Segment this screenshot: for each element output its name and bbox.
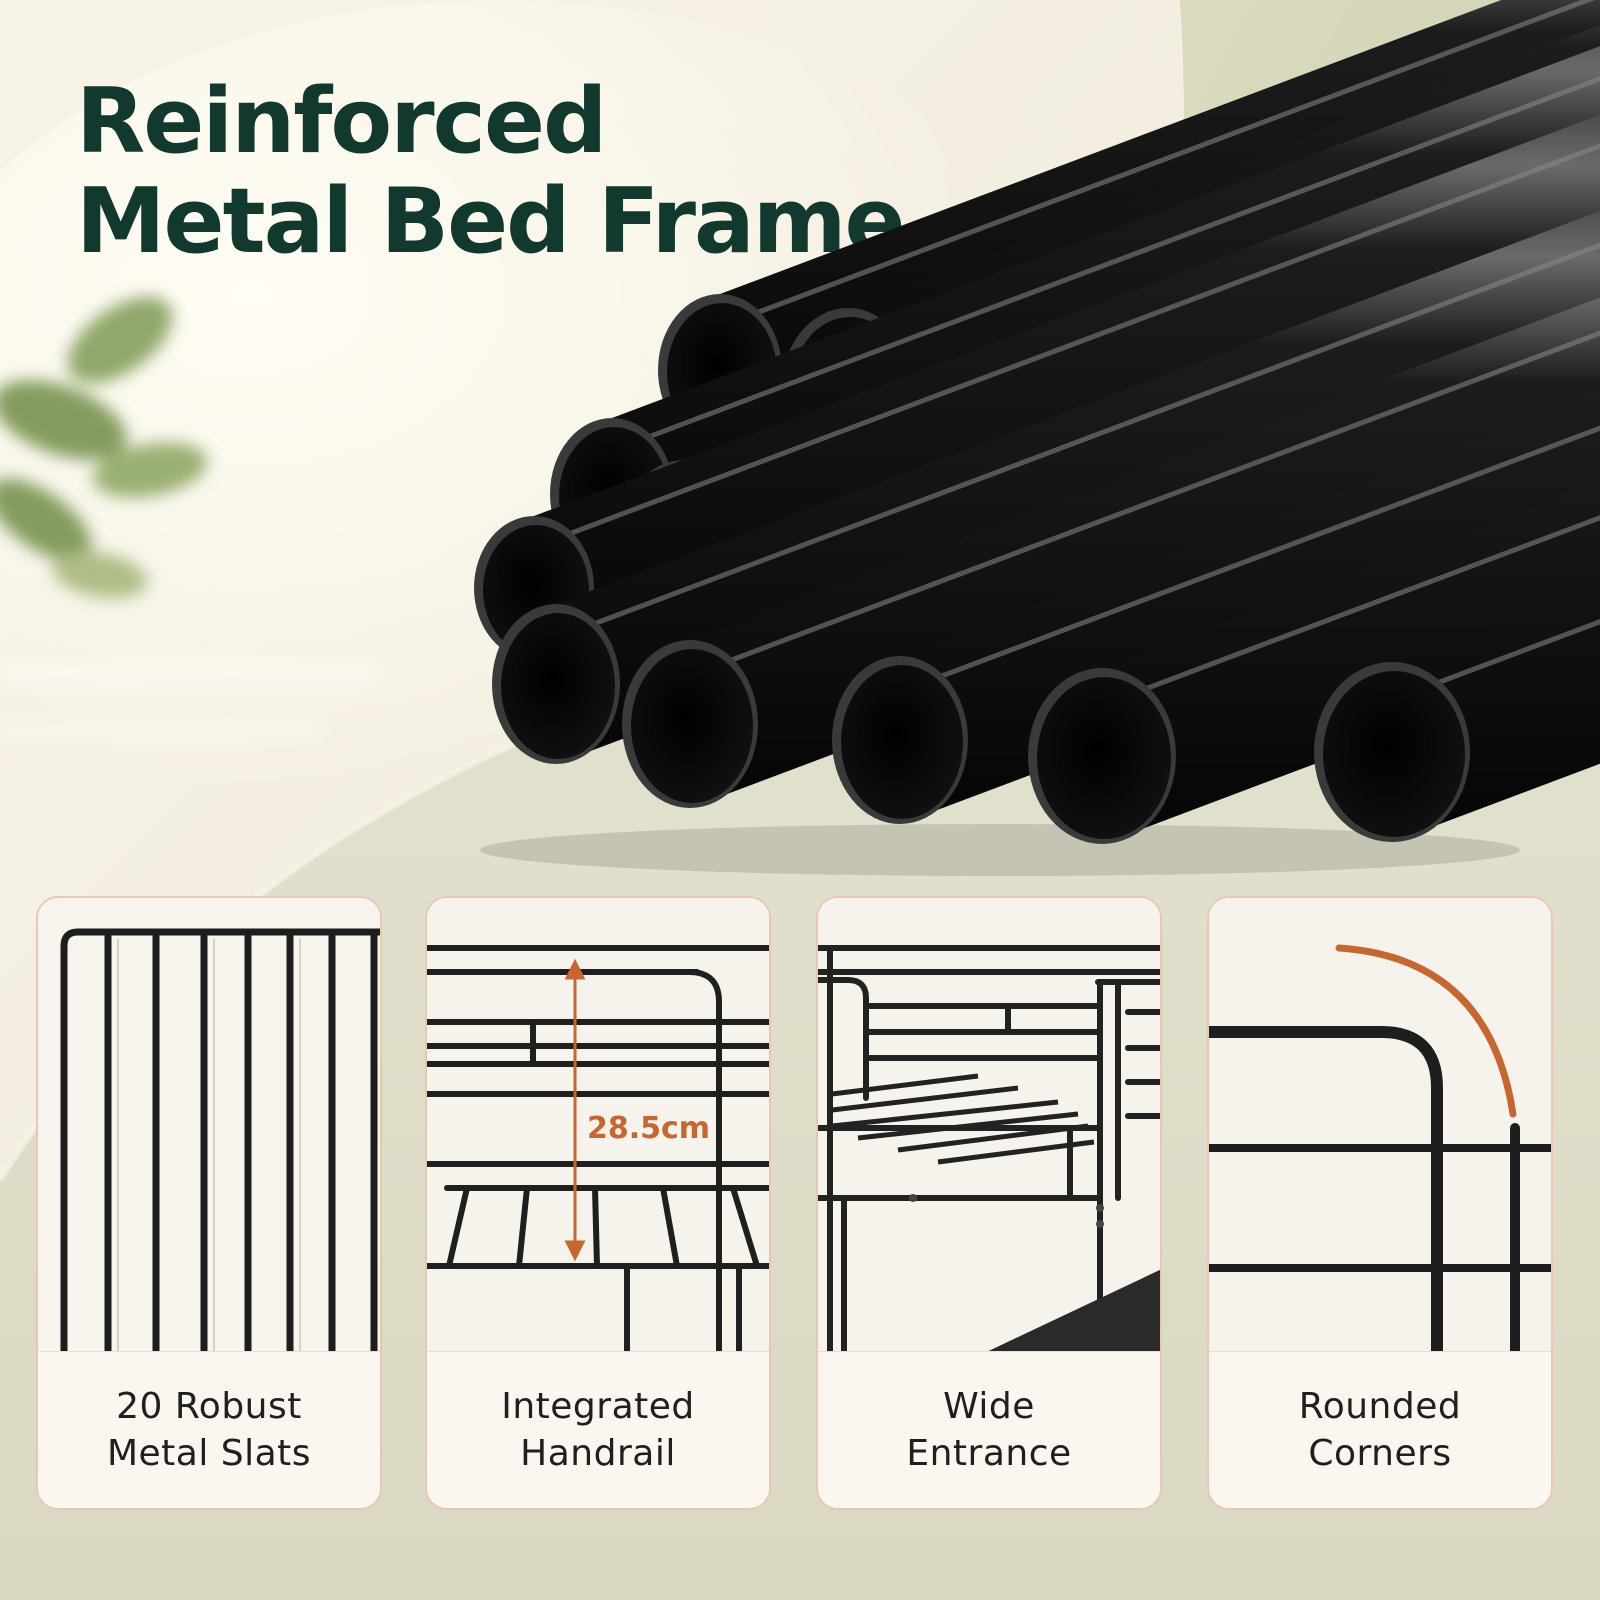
feature-card-entrance: Wide Entrance (816, 896, 1162, 1510)
title-line-1: Reinforced (76, 69, 607, 174)
feature-caption-line-2: Corners (1308, 1433, 1452, 1474)
plant-leaves (0, 296, 208, 599)
feature-caption-line-1: Wide (943, 1386, 1035, 1427)
bed-entrance-closeup (818, 898, 1160, 1356)
feature-card-slats: 20 Robust Metal Slats (36, 896, 382, 1510)
handrail-height-closeup: 28.5cm (427, 898, 769, 1356)
feature-caption-line-1: Integrated (501, 1386, 695, 1427)
vertical-slats-closeup (38, 898, 380, 1356)
feature-card-handrail: 28.5cm Integrated Handrail (425, 896, 771, 1510)
page-title: Reinforced Metal Bed Frame (76, 69, 906, 274)
feature-cards: 20 Robust Metal Slats (36, 896, 1556, 1512)
rounded-corner-closeup (1209, 898, 1551, 1356)
feature-caption-line-2: Handrail (520, 1433, 676, 1474)
feature-caption-line-1: Rounded (1298, 1386, 1462, 1427)
feature-caption: Wide Entrance (818, 1351, 1160, 1508)
steel-tube (1028, 480, 1600, 844)
feature-caption-line-2: Metal Slats (106, 1433, 312, 1474)
feature-card-corners: Rounded Corners (1207, 896, 1553, 1510)
title-line-2: Metal Bed Frame (76, 169, 906, 274)
feature-caption: 20 Robust Metal Slats (38, 1351, 380, 1508)
feature-caption: Integrated Handrail (427, 1351, 769, 1508)
feature-caption-line-1: 20 Robust (116, 1386, 302, 1427)
feature-caption-line-2: Entrance (906, 1433, 1072, 1474)
feature-caption: Rounded Corners (1209, 1351, 1551, 1508)
curve-indicator (1335, 944, 1517, 1118)
handrail-height-label: 28.5cm (587, 1111, 710, 1146)
steel-tube (1314, 583, 1600, 842)
tube-shadow (480, 824, 1520, 876)
